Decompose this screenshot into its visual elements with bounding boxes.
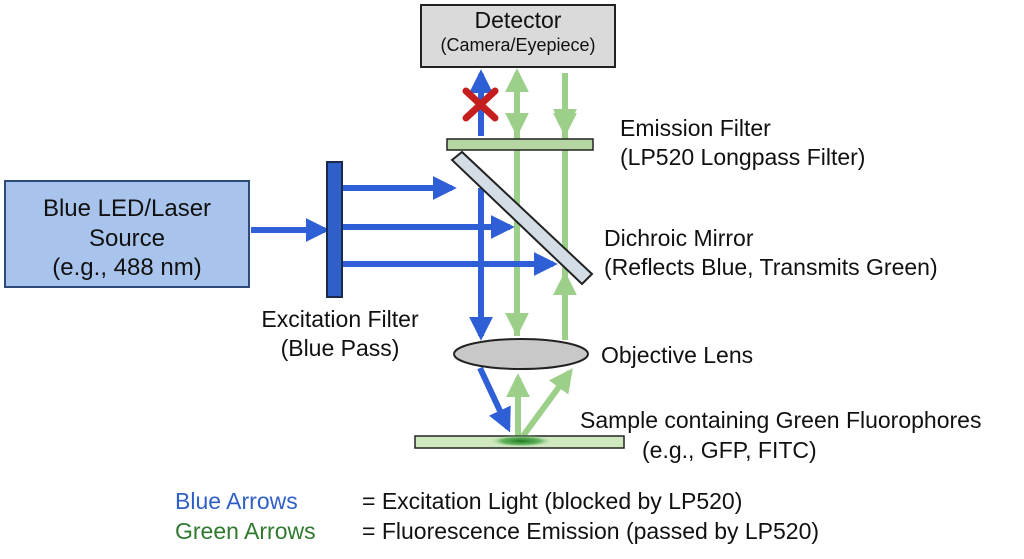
emission-filter-sublabel: (LP520 Longpass Filter): [620, 144, 866, 170]
detector-subtitle: (Camera/Eyepiece): [440, 35, 596, 56]
objective-lens: [453, 338, 589, 370]
detector-title: Detector: [474, 7, 562, 33]
legend-blue-desc: = Excitation Light (blocked by LP520): [362, 488, 743, 514]
blocked-x-icon: [462, 87, 499, 122]
legend-green-desc: = Fluorescence Emission (passed by LP520…: [362, 518, 820, 544]
light-source-box: [4, 180, 250, 288]
blue-arrow-lens-to-sample: [477, 366, 511, 433]
fluorophore-spot: [489, 435, 553, 447]
detector-box: [420, 4, 616, 68]
objective-lens-label: Objective Lens: [601, 342, 754, 368]
sample-sublabel: (e.g., GFP, FITC): [642, 437, 817, 463]
emission-filter: [446, 138, 594, 151]
detector-label-group: Detector (Camera/Eyepiece): [421, 7, 615, 56]
legend-green-name: Green Arrows: [175, 518, 316, 544]
excitation-filter-sublabel: (Blue Pass): [280, 335, 400, 362]
green-arrow-sample-right: [520, 368, 573, 438]
light-source-line1: Blue LED/Laser: [42, 195, 212, 222]
dichroic-mirror-sublabel: (Reflects Blue, Transmits Green): [604, 254, 938, 280]
dichroic-mirror-label: Dichroic Mirror: [604, 225, 754, 251]
excitation-filter: [326, 161, 343, 298]
light-source-line2: Source: [88, 224, 166, 252]
light-source-line3: (e.g., 488 nm): [52, 254, 202, 282]
sample-label: Sample containing Green Fluorophores: [580, 407, 982, 433]
dichroic-mirror: [450, 150, 594, 286]
light-source-label-group: Blue LED/Laser Source (e.g., 488 nm): [5, 194, 249, 283]
emission-filter-label: Emission Filter: [620, 115, 771, 141]
blue-excitation-arrows: [251, 69, 558, 433]
excitation-filter-label: Excitation Filter: [261, 306, 419, 332]
excitation-filter-label-group: Excitation Filter (Blue Pass): [240, 306, 440, 362]
legend-blue-name: Blue Arrows: [175, 488, 298, 514]
